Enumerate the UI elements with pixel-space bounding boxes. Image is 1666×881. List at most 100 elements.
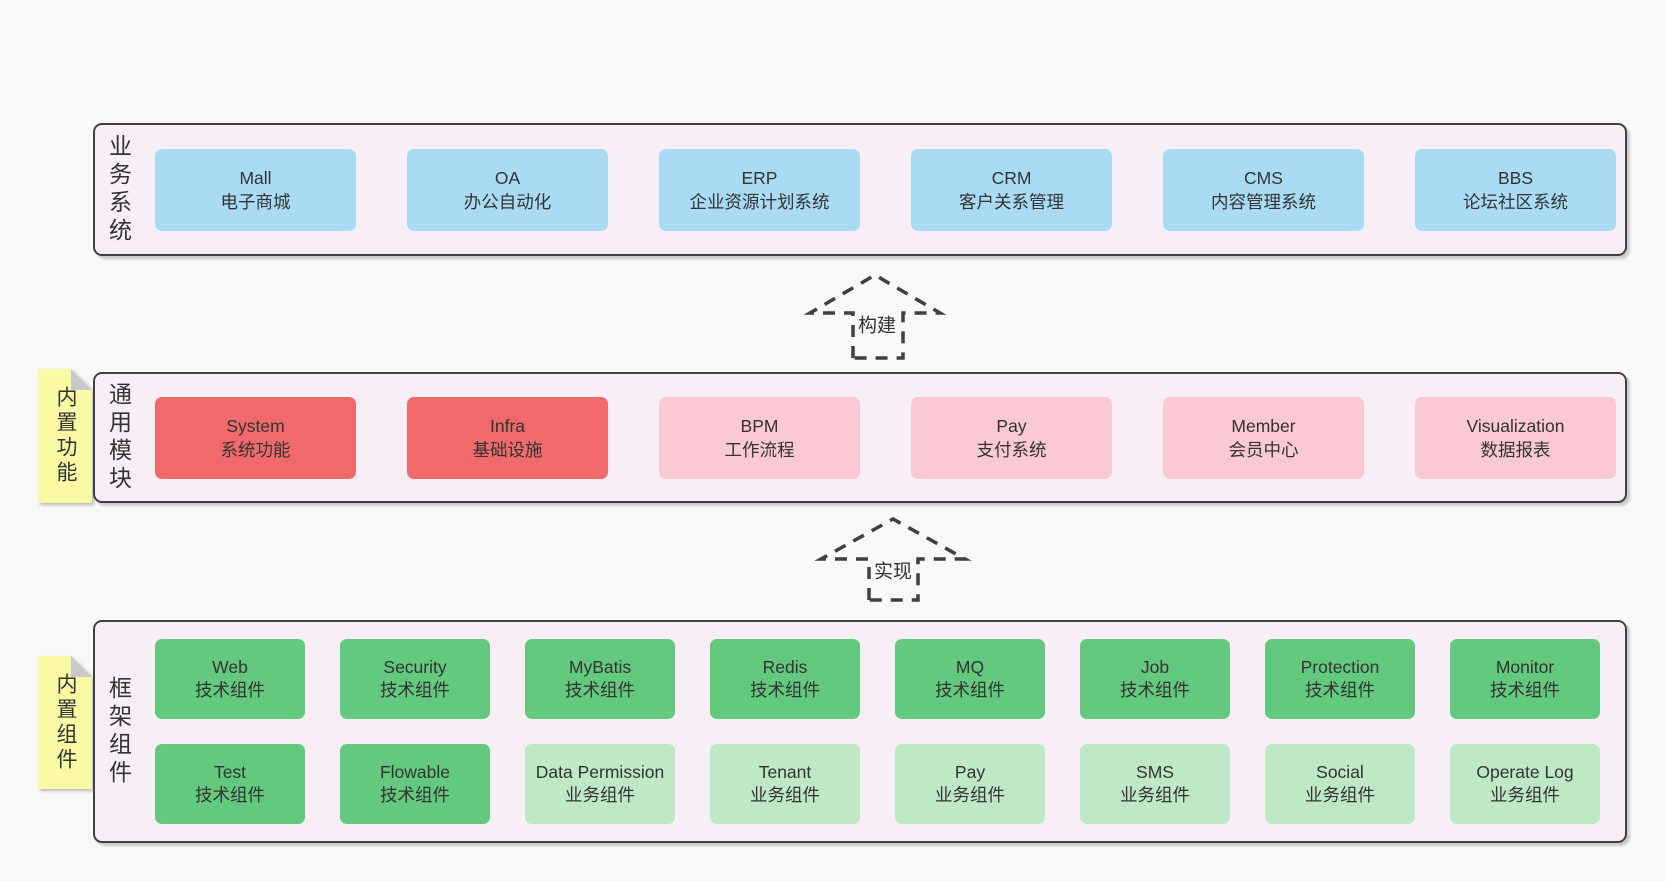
box-bpm: BPM 工作流程 bbox=[659, 396, 860, 479]
box-subtitle: 技术组件 bbox=[380, 785, 450, 805]
components-grid: Web 技术组件 Security 技术组件 MyBatis 技术组件 Redi… bbox=[155, 639, 1600, 824]
box-subtitle: 技术组件 bbox=[750, 680, 820, 700]
box-subtitle: 基础设施 bbox=[472, 439, 543, 460]
implement-arrow: 实现 bbox=[810, 510, 980, 605]
box-mq: MQ 技术组件 bbox=[895, 639, 1045, 719]
box-title: Pay bbox=[954, 762, 986, 782]
build-arrow: 构建 bbox=[795, 266, 955, 366]
box-subtitle: 工作流程 bbox=[724, 439, 795, 460]
box-member: Member 会员中心 bbox=[1163, 396, 1364, 479]
up-arrow-icon bbox=[803, 272, 947, 360]
box-crm: CRM 客户关系管理 bbox=[911, 148, 1112, 231]
box-title: MyBatis bbox=[568, 657, 632, 677]
box-title: CMS bbox=[1244, 167, 1283, 188]
common-modules-label: 通用模块 bbox=[105, 381, 132, 494]
box-security: Security 技术组件 bbox=[340, 639, 490, 719]
box-title: System bbox=[226, 415, 285, 436]
box-title: Tenant bbox=[758, 762, 812, 782]
box-bbs: BBS 论坛社区系统 bbox=[1415, 148, 1616, 231]
box-subtitle: 办公自动化 bbox=[463, 191, 552, 212]
box-subtitle: 业务组件 bbox=[935, 785, 1005, 805]
framework-components-panel: 框架组件 Web 技术组件 Security 技术组件 MyBatis 技术组件… bbox=[93, 620, 1627, 843]
box-subtitle: 企业资源计划系统 bbox=[689, 191, 830, 212]
box-system: System 系统功能 bbox=[155, 396, 356, 479]
common-modules-panel: 通用模块 System 系统功能 Infra 基础设施 BPM 工作流程 Pay… bbox=[93, 372, 1627, 503]
box-pay-system: Pay 支付系统 bbox=[911, 396, 1112, 479]
box-data-permission: Data Permission 业务组件 bbox=[525, 744, 675, 824]
box-oa: OA 办公自动化 bbox=[407, 148, 608, 231]
box-title: Redis bbox=[762, 657, 808, 677]
box-title: Protection bbox=[1300, 657, 1380, 677]
box-title: ERP bbox=[741, 167, 778, 188]
box-title: Member bbox=[1231, 415, 1296, 436]
box-tenant: Tenant 业务组件 bbox=[710, 744, 860, 824]
business-box-row: Mall 电子商城 OA 办公自动化 ERP 企业资源计划系统 CRM 客户关系… bbox=[155, 148, 1616, 231]
box-subtitle: 技术组件 bbox=[1490, 680, 1560, 700]
box-mybatis: MyBatis 技术组件 bbox=[525, 639, 675, 719]
box-title: Mall bbox=[239, 167, 272, 188]
box-subtitle: 技术组件 bbox=[1120, 680, 1190, 700]
box-subtitle: 系统功能 bbox=[220, 439, 291, 460]
box-title: Social bbox=[1316, 762, 1364, 782]
box-subtitle: 业务组件 bbox=[1120, 785, 1190, 805]
box-social: Social 业务组件 bbox=[1265, 744, 1415, 824]
up-arrow-icon bbox=[814, 516, 972, 602]
box-title: Visualization bbox=[1466, 415, 1565, 436]
box-subtitle: 技术组件 bbox=[195, 785, 265, 805]
box-subtitle: 电子商城 bbox=[220, 191, 291, 212]
box-title: Web bbox=[212, 657, 248, 677]
box-subtitle: 客户关系管理 bbox=[959, 191, 1064, 212]
biz-components-row: Test 技术组件 Flowable 技术组件 Data Permission … bbox=[155, 744, 1600, 824]
box-title: Test bbox=[213, 762, 247, 782]
box-title: Data Permission bbox=[535, 762, 665, 782]
box-subtitle: 支付系统 bbox=[976, 439, 1047, 460]
implement-arrow-label: 实现 bbox=[870, 556, 916, 584]
sticky-note-body bbox=[38, 656, 92, 789]
box-subtitle: 数据报表 bbox=[1480, 439, 1551, 460]
box-subtitle: 技术组件 bbox=[380, 680, 450, 700]
box-flowable: Flowable 技术组件 bbox=[340, 744, 490, 824]
box-subtitle: 技术组件 bbox=[565, 680, 635, 700]
box-title: Pay bbox=[996, 415, 1027, 436]
business-systems-panel: 业务系统 Mall 电子商城 OA 办公自动化 ERP 企业资源计划系统 CRM… bbox=[93, 123, 1627, 256]
box-sms: SMS 业务组件 bbox=[1080, 744, 1230, 824]
box-web: Web 技术组件 bbox=[155, 639, 305, 719]
sticky-note-body bbox=[38, 369, 92, 503]
box-title: CRM bbox=[991, 167, 1032, 188]
box-job: Job 技术组件 bbox=[1080, 639, 1230, 719]
box-title: OA bbox=[494, 167, 521, 188]
box-protection: Protection 技术组件 bbox=[1265, 639, 1415, 719]
box-title: Flowable bbox=[379, 762, 451, 782]
box-title: Monitor bbox=[1495, 657, 1555, 677]
box-pay-component: Pay 业务组件 bbox=[895, 744, 1045, 824]
box-subtitle: 会员中心 bbox=[1228, 439, 1299, 460]
box-test: Test 技术组件 bbox=[155, 744, 305, 824]
box-cms: CMS 内容管理系统 bbox=[1163, 148, 1364, 231]
builtin-components-label: 内置组件 bbox=[54, 672, 77, 773]
box-title: Infra bbox=[489, 415, 526, 436]
box-visualization: Visualization 数据报表 bbox=[1415, 396, 1616, 479]
box-title: BPM bbox=[740, 415, 779, 436]
box-infra: Infra 基础设施 bbox=[407, 396, 608, 479]
box-title: BBS bbox=[1497, 167, 1534, 188]
build-arrow-label: 构建 bbox=[854, 310, 900, 338]
builtin-features-note: 内置功能 bbox=[38, 369, 92, 503]
box-monitor: Monitor 技术组件 bbox=[1450, 639, 1600, 719]
box-title: Security bbox=[383, 657, 447, 677]
box-redis: Redis 技术组件 bbox=[710, 639, 860, 719]
box-subtitle: 论坛社区系统 bbox=[1463, 191, 1568, 212]
builtin-features-label: 内置功能 bbox=[54, 386, 77, 486]
box-subtitle: 业务组件 bbox=[750, 785, 820, 805]
box-subtitle: 业务组件 bbox=[1490, 785, 1560, 805]
box-mall: Mall 电子商城 bbox=[155, 148, 356, 231]
framework-components-label: 框架组件 bbox=[105, 675, 132, 788]
box-subtitle: 技术组件 bbox=[195, 680, 265, 700]
box-subtitle: 技术组件 bbox=[1305, 680, 1375, 700]
box-title: Operate Log bbox=[1476, 762, 1574, 782]
box-subtitle: 业务组件 bbox=[1305, 785, 1375, 805]
modules-box-row: System 系统功能 Infra 基础设施 BPM 工作流程 Pay 支付系统… bbox=[155, 396, 1616, 479]
box-subtitle: 业务组件 bbox=[565, 785, 635, 805]
builtin-components-note: 内置组件 bbox=[38, 656, 92, 789]
business-systems-label: 业务系统 bbox=[105, 133, 132, 246]
box-subtitle: 技术组件 bbox=[935, 680, 1005, 700]
